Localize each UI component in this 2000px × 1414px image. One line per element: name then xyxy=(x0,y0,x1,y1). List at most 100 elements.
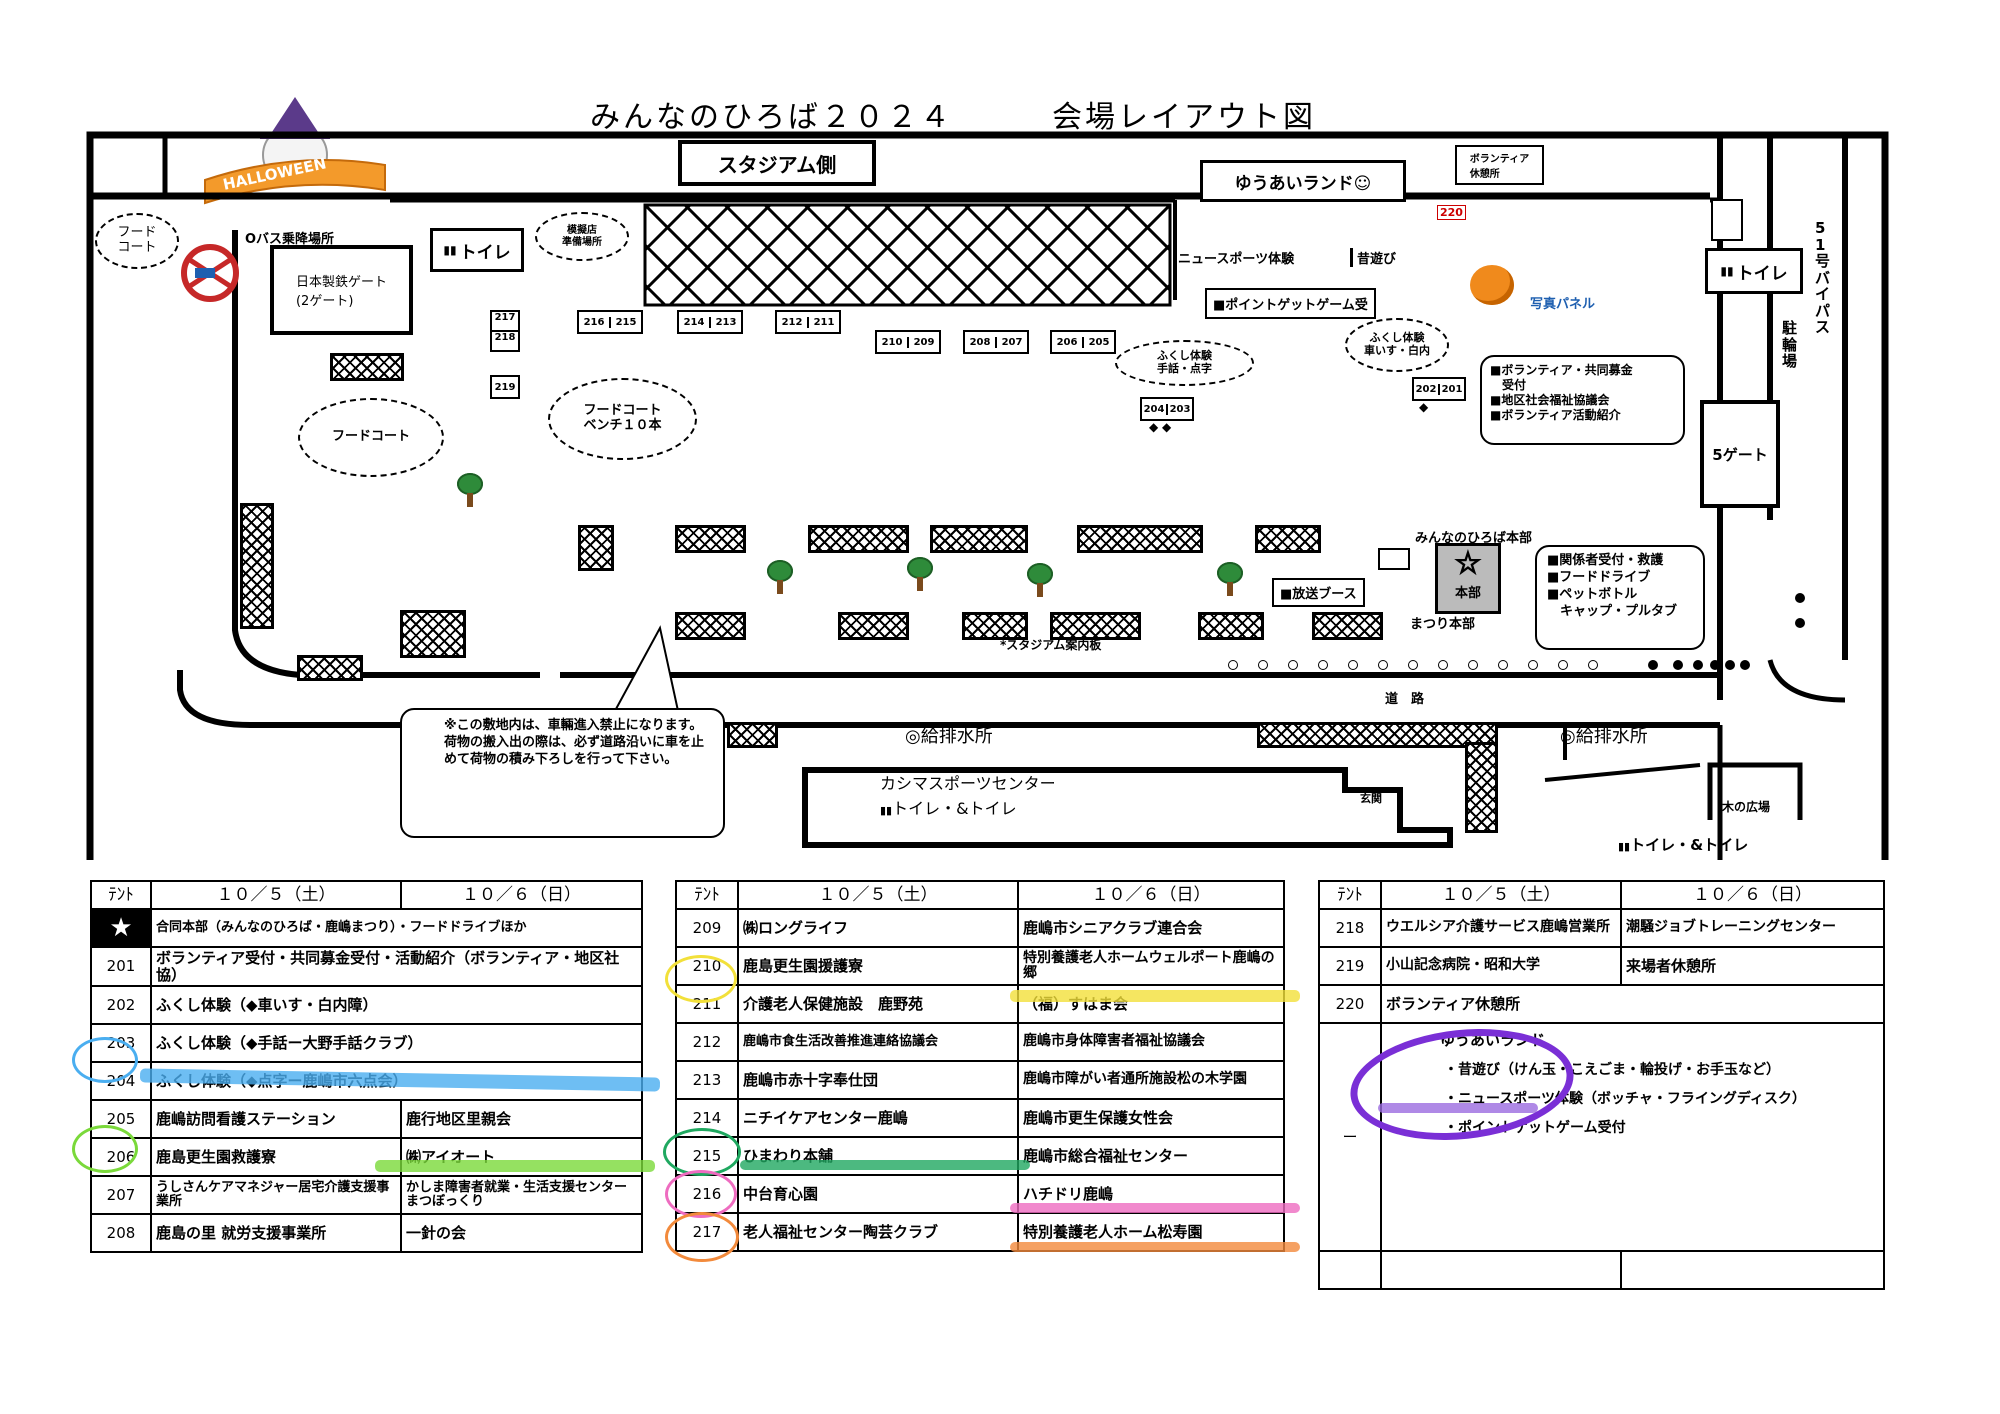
food-court-middle: フードコート xyxy=(298,398,444,477)
cell-sat: 合同本部（みんなのひろば・鹿嶋まつり）・フードドライブほか xyxy=(150,908,643,948)
highlight-circle-215 xyxy=(665,1170,737,1218)
tent-208: 208 xyxy=(969,336,991,348)
venue-map xyxy=(86,131,1889,860)
cell-sun: 鹿嶋市更生保護女性会 xyxy=(1017,1098,1285,1138)
cell-sat: ふくし体験（◆手話ー大野手話クラブ） xyxy=(150,1023,643,1063)
booth-block xyxy=(727,722,778,748)
col-sun: １０／６（日） xyxy=(400,880,643,910)
table-row xyxy=(1318,1250,1885,1290)
toilet-icon: ▮▮ xyxy=(1720,264,1734,278)
cell-sat: 小山記念病院・昭和大学 xyxy=(1380,946,1622,986)
cell-sat: 鹿島更生園救護寮 xyxy=(150,1137,402,1177)
table-row: 202 ふくし体験（◆車いす・白内障） xyxy=(90,985,643,1025)
no-vehicle-notice: ※この敷地内は、車輛進入禁止になります。 荷物の搬入出の際は、必ず道路沿いに車を… xyxy=(400,708,725,838)
yuai-land-label: ゆうあいランド☺ xyxy=(1200,160,1406,202)
booth-block xyxy=(1465,742,1498,833)
tent-number: 220 xyxy=(1318,984,1382,1024)
fukushi-exp-a: ふくし体験 手話・点字 xyxy=(1115,340,1254,386)
cell-sat: 老人福祉センター陶芸クラブ xyxy=(737,1212,1019,1252)
cell-sun: 鹿行地区里親会 xyxy=(400,1099,643,1139)
highlight-stroke-214 xyxy=(740,1160,1030,1170)
booth-block xyxy=(330,353,404,381)
cell-sat: ㈱ロングライフ xyxy=(737,908,1019,948)
table-row: 201 ボランティア受付・共同募金受付・活動紹介（ボランティア・地区社協） xyxy=(90,946,643,987)
tent-213: 213 xyxy=(709,316,741,328)
schedule-table-middle: ﾃﾝﾄ １０／５（土） １０／６（日） 209㈱ロングライフ鹿嶋市シニアクラブ連… xyxy=(675,880,1285,1252)
col-sat: １０／５（土） xyxy=(1380,880,1622,910)
booth-block xyxy=(930,525,1028,553)
tent-number: 209 xyxy=(675,908,739,948)
cell-sat: ニチイケアセンター鹿嶋 xyxy=(737,1098,1019,1138)
col-tent: ﾃﾝﾄ xyxy=(90,880,152,910)
yuai-item: ・昔遊び（けん玉・こえごま・輪投げ・お手玉など） xyxy=(1444,1061,1780,1078)
booth-block xyxy=(962,612,1028,640)
tent-number: 212 xyxy=(675,1022,739,1062)
highlight-circle-210 xyxy=(665,955,737,1003)
table-row: 209㈱ロングライフ鹿嶋市シニアクラブ連合会 xyxy=(675,908,1285,948)
kashima-toilet-label: トイレ・&トイレ xyxy=(892,799,1017,818)
cell-sun: 特別養護老人ホームウェルポート鹿嶋の郷 xyxy=(1017,946,1285,986)
tent-202: 202 xyxy=(1415,383,1437,395)
highlight-stroke-215 xyxy=(1010,1203,1300,1213)
cell-sat: ひまわり本舗 xyxy=(737,1136,1019,1176)
cell-sat: 介護老人保健施設 鹿野苑 xyxy=(737,984,1019,1024)
cell-sun: 鹿嶋市総合福祉センター xyxy=(1017,1136,1285,1176)
toilet-icon: ▮▮ xyxy=(1618,840,1631,853)
cell-sun: 鹿嶋市身体障害者福祉協議会 xyxy=(1017,1022,1285,1062)
dot-row xyxy=(1228,660,1750,672)
highlight-circle-205 xyxy=(72,1125,138,1173)
water-station-b: ◎給排水所 xyxy=(1560,726,1648,747)
tent-207: 207 xyxy=(995,336,1027,348)
cell-sat: ボランティア受付・共同募金受付・活動紹介（ボランティア・地区社協） xyxy=(150,946,643,987)
toilet-right-label: トイレ xyxy=(1736,263,1788,284)
tent-201: 201 xyxy=(1438,383,1464,395)
booth-block xyxy=(1255,525,1321,553)
toilet-icon: ▮▮ xyxy=(443,243,457,257)
cell-sat: ボランティア休憩所 xyxy=(1380,984,1885,1024)
broadcast-booth-label: ■放送ブース xyxy=(1272,578,1365,607)
kashima-toilet: ▮▮トイレ・&トイレ xyxy=(880,795,1017,819)
booth-block xyxy=(1312,612,1383,640)
tree-plaza-label: 木の広場 xyxy=(1722,800,1771,814)
table-row: ★ 合同本部（みんなのひろば・鹿嶋まつり）・フードドライブほか xyxy=(90,908,643,948)
cell-sat: 鹿嶋市食生活改善推進連絡協議会 xyxy=(737,1022,1019,1062)
tent-number: 202 xyxy=(90,985,152,1025)
photo-panel-label: 写真パネル xyxy=(1530,297,1596,312)
tent-number: ★ xyxy=(90,908,152,948)
col-sat: １０／５（土） xyxy=(737,880,1019,910)
tent-217: 217 xyxy=(494,312,516,323)
page-title: みんなのひろば２０２４ 会場レイアウト図 xyxy=(590,100,1316,135)
yuai-land-title: ゆうあいランド xyxy=(1440,1031,1546,1049)
pumpkin-icon xyxy=(1470,265,1514,305)
hq-box: ☆ 本部 xyxy=(1435,543,1501,614)
tent-217-218: 217 218 xyxy=(490,310,520,352)
tent-number: 219 xyxy=(1318,946,1382,986)
tent-205: 205 xyxy=(1082,336,1114,348)
star-icon: ☆ xyxy=(1454,545,1482,582)
cell-sat: 中台育心園 xyxy=(737,1174,1019,1214)
entrance-label: 玄関 xyxy=(1360,792,1382,805)
gate5-box: 5ゲート xyxy=(1700,400,1780,508)
volunteer-info-callout: ■ボランティア・共同募金 受付 ■地区社会福祉協議会 ■ボランティア活動紹介 xyxy=(1480,355,1685,445)
cell-sat: 鹿島更生園援護寮 xyxy=(737,946,1019,986)
marker-dot xyxy=(1795,593,1805,603)
halloween-logo: HALLOWEEN xyxy=(200,95,390,205)
booth-block xyxy=(675,525,746,553)
diamond-icon: ◆ xyxy=(1419,400,1429,414)
hq-info-callout: ■関係者受付・救護 ■フードドライブ ■ペットボトル キャップ・プルタブ xyxy=(1535,545,1705,650)
cell-sat: 鹿嶋訪問看護ステーション xyxy=(150,1099,402,1139)
highlight-stroke-210 xyxy=(1010,990,1300,1002)
tent-number: 208 xyxy=(90,1213,152,1253)
cell-sat: ウエルシア介護サービス鹿嶋営業所 xyxy=(1380,908,1622,948)
volunteer-rest-label: ボランティア 休憩所 xyxy=(1455,145,1544,185)
toilet-left: ▮▮トイレ xyxy=(430,228,524,272)
